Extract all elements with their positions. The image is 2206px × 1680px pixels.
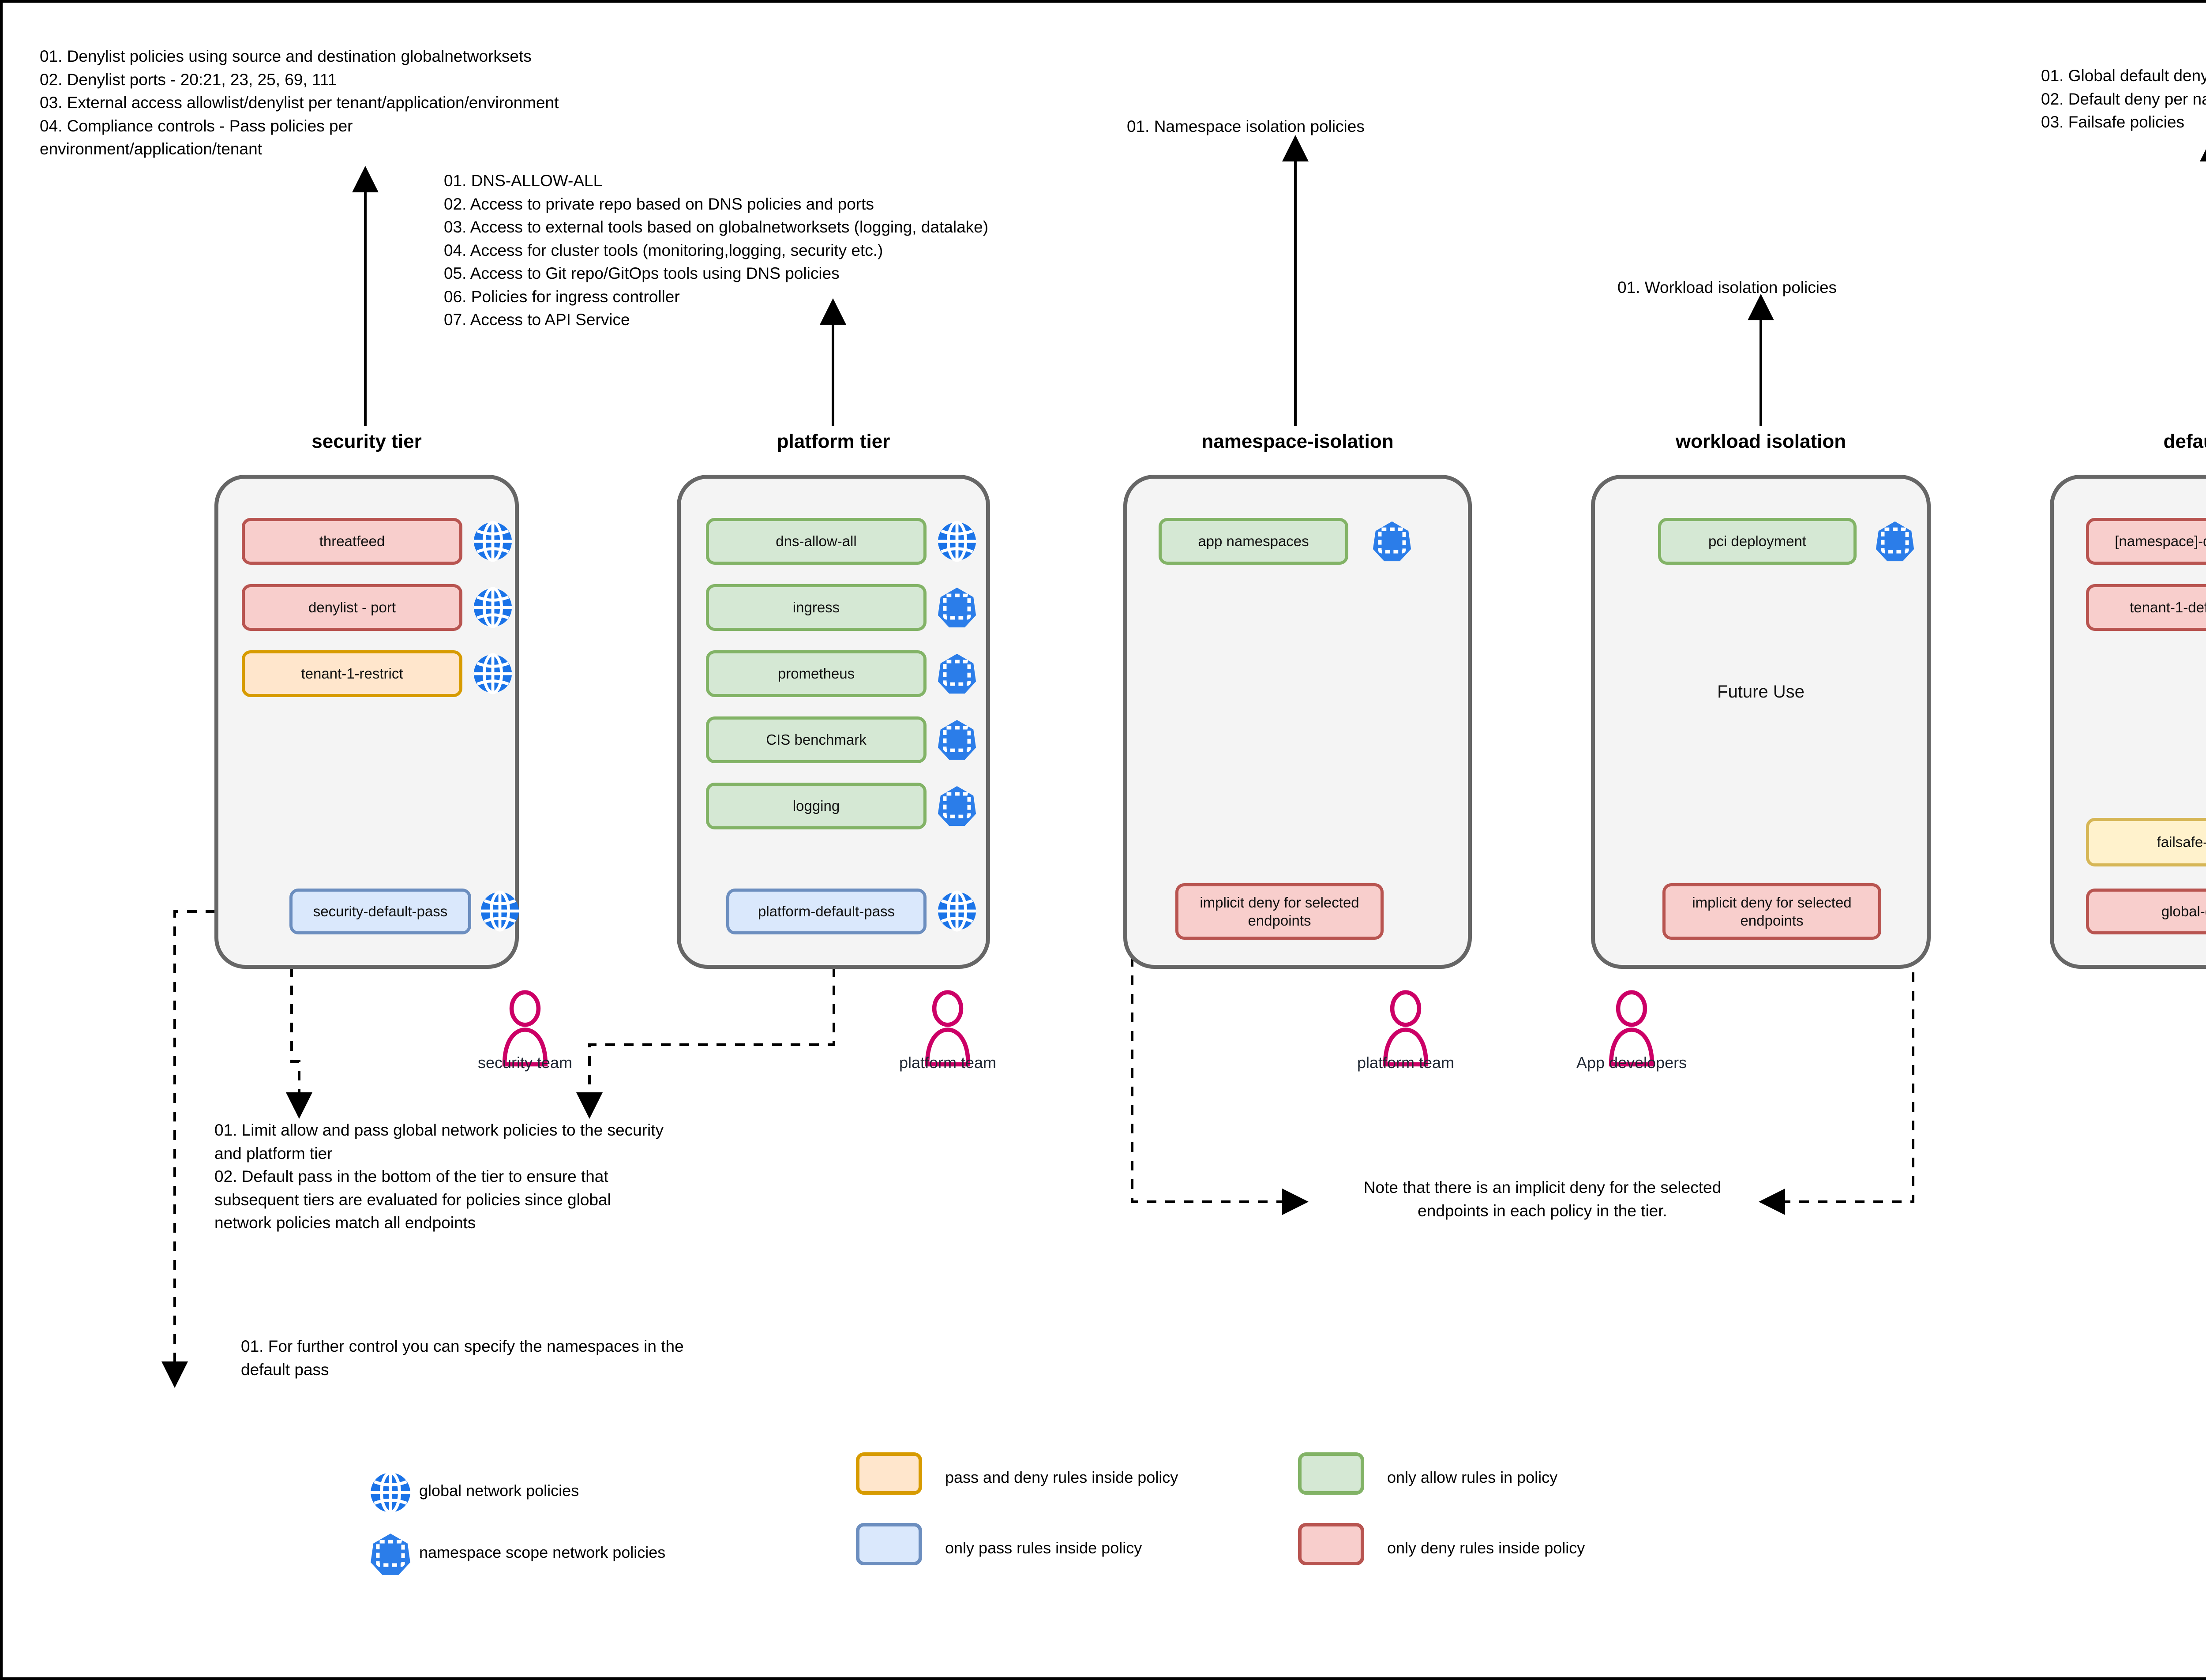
policy-implicit-deny-namespace[interactable]: implicit deny for selected endpoints <box>1175 883 1384 940</box>
legend-pass-and-deny-label: pass and deny rules inside policy <box>945 1468 1178 1486</box>
actor-security-team-label: security team <box>477 1054 573 1072</box>
policy-tenant-1-restrict[interactable]: tenant-1-restrict <box>242 650 462 697</box>
policy-threatfeed[interactable]: threatfeed <box>242 518 462 565</box>
legend-only-allow-label: only allow rules in policy <box>1387 1468 1558 1486</box>
security-tier-notes: 01. Denylist policies using source and d… <box>40 47 559 158</box>
tier-title-platform: platform tier <box>777 431 890 452</box>
platform-tier-notes: 01. DNS-ALLOW-ALL 02. Access to private … <box>444 172 989 329</box>
further-control-note: 01. For further control you can specify … <box>241 1337 684 1379</box>
actor-app-developers-icon <box>1607 990 1656 1069</box>
policy-cis-benchmark[interactable]: CIS benchmark <box>706 716 927 763</box>
namespace-icon <box>1873 520 1917 563</box>
legend-only-deny-label: only deny rules inside policy <box>1387 1539 1585 1557</box>
implicit-deny-note: Note that there is an implicit deny for … <box>1363 1178 1722 1220</box>
legend-only-pass-swatch <box>856 1523 922 1565</box>
policy-dns-allow-all[interactable]: dns-allow-all <box>706 518 927 565</box>
legend-only-deny-swatch <box>1298 1523 1364 1565</box>
tier-title-default: default tier <box>2163 431 2206 452</box>
globe-icon <box>471 586 514 629</box>
tier-title-workload-isolation: workload isolation <box>1675 431 1846 452</box>
actor-platform-team-icon <box>923 990 972 1069</box>
policy-app-namespaces[interactable]: app namespaces <box>1159 518 1348 565</box>
policy-implicit-deny-workload[interactable]: implicit deny for selected endpoints <box>1662 883 1881 940</box>
policy-security-default-pass[interactable]: security-default-pass <box>289 889 471 934</box>
namespace-icon <box>935 586 979 629</box>
policy-namespace-default-deny[interactable]: [namespace]-default-deny <box>2086 518 2206 565</box>
legend-namespace-scope-network-policies-label: namespace scope network policies <box>419 1543 666 1561</box>
default-tier-notes: 01. Global default deny 02. Default deny… <box>2041 67 2206 131</box>
policy-global-deny[interactable]: global-deny <box>2086 889 2206 934</box>
actor-platform-team-label: platform team <box>899 1054 997 1072</box>
policy-ingress[interactable]: ingress <box>706 584 927 631</box>
globe-icon <box>935 889 979 933</box>
globe-icon <box>471 520 514 563</box>
globe-icon <box>478 889 521 933</box>
policy-failsafe-allow[interactable]: failsafe-allow <box>2086 818 2206 866</box>
policy-prometheus[interactable]: prometheus <box>706 650 927 697</box>
globe-icon <box>935 520 979 563</box>
actor-app-developers-label: App developers <box>1576 1054 1687 1072</box>
namespace-icon <box>935 652 979 695</box>
namespace-icon <box>1370 520 1414 563</box>
legend-namespace-icon <box>368 1532 413 1577</box>
actor-platform-team-2-label: platform team <box>1357 1054 1455 1072</box>
bottom-left-notes: 01. Limit allow and pass global network … <box>214 1121 664 1232</box>
actor-platform-team-2-icon <box>1381 990 1430 1069</box>
policy-tenant-1-default-deny[interactable]: tenant-1-default-deny <box>2086 584 2206 631</box>
tier-title-security: security tier <box>311 431 422 452</box>
future-use-label: Future Use <box>1717 682 1805 701</box>
policy-platform-default-pass[interactable]: platform-default-pass <box>726 889 927 934</box>
namespace-icon <box>935 784 979 828</box>
namespace-icon <box>935 718 979 761</box>
policy-pci-deployment[interactable]: pci deployment <box>1658 518 1857 565</box>
legend-only-pass-label: only pass rules inside policy <box>945 1539 1142 1557</box>
policy-denylist-port[interactable]: denylist - port <box>242 584 462 631</box>
tier-title-namespace-isolation: namespace-isolation <box>1201 431 1394 452</box>
globe-icon <box>471 652 514 695</box>
legend-globe-icon <box>368 1470 413 1515</box>
policy-logging[interactable]: logging <box>706 783 927 829</box>
legend-pass-and-deny-swatch <box>856 1452 922 1495</box>
legend-global-network-policies-label: global network policies <box>419 1481 579 1500</box>
namespace-isolation-note: 01. Namespace isolation policies <box>1127 117 1365 135</box>
legend-only-allow-swatch <box>1298 1452 1364 1495</box>
workload-isolation-note: 01. Workload isolation policies <box>1617 278 1837 296</box>
actor-security-team-icon <box>500 990 550 1069</box>
